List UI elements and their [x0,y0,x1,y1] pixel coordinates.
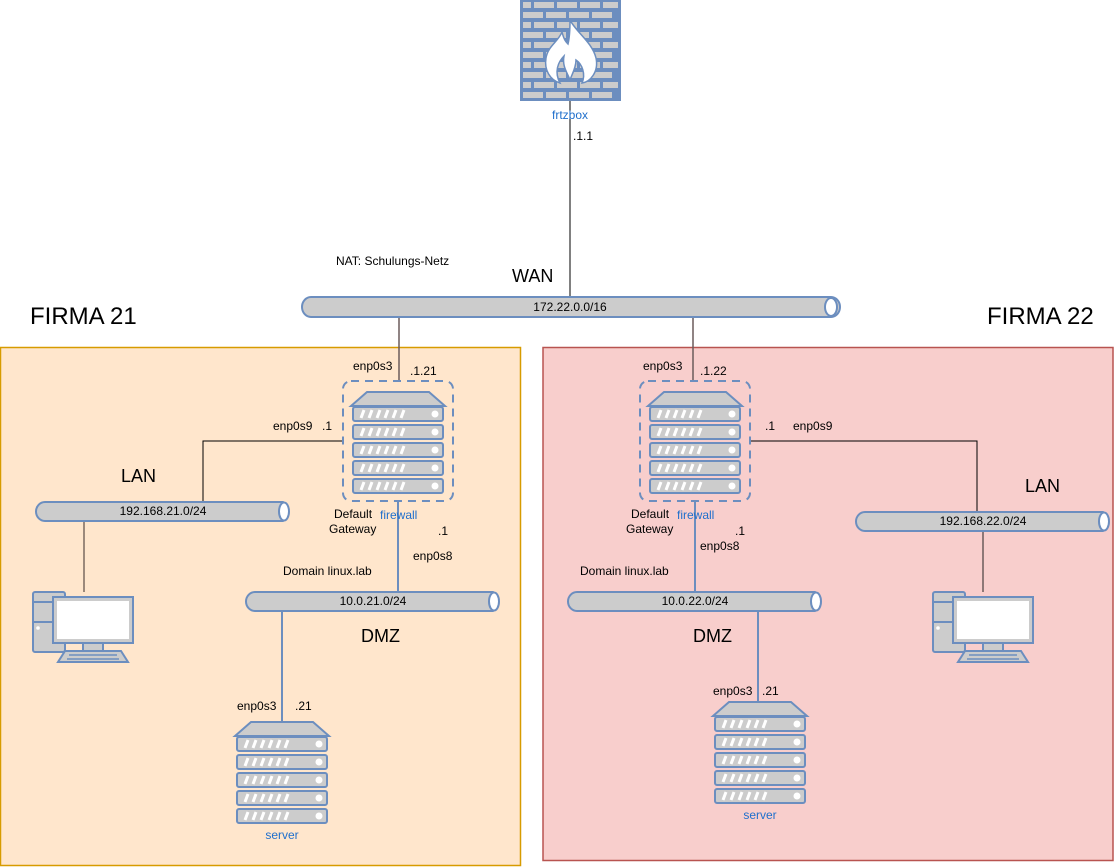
firewall22-wan-iface: enp0s3 [643,359,683,373]
lan21-network-pipe[interactable] [35,501,290,522]
firewall21-gateway-label-2: Gateway [329,522,376,536]
firewall21-gateway-label-1: Default [334,507,373,521]
firewall21-group-border [342,380,454,502]
lan22-network-pipe[interactable] [855,511,1110,532]
firewall22-lan-ip: .1 [765,419,775,433]
router-ip: .1.1 [573,129,593,143]
firewall21-lan-iface: enp0s9 [273,419,313,433]
firewall22-dmz-ip: .1 [735,524,745,538]
lan22-subnet: 192.168.22.0/24 [940,514,1027,528]
lan21-pc-icon[interactable] [32,591,134,663]
server21-iface: enp0s3 [237,699,277,713]
firewall22-group-border [639,380,751,502]
dmz22-title: DMZ [693,626,732,646]
dmz22-subnet: 10.0.22.0/24 [662,594,729,608]
link-fw22-lan [751,440,978,512]
server22-label: server [743,808,776,822]
firewall21-wan-iface: enp0s3 [353,359,393,373]
dmz21-title: DMZ [361,626,400,646]
wan-note: NAT: Schulungs-Netz [336,254,449,268]
firewall22-gateway-label-1: Default [631,507,670,521]
firewall22-gateway-label-2: Gateway [626,522,673,536]
dmz21-subnet: 10.0.21.0/24 [340,594,407,608]
firewall22-wan-ip: .1.22 [700,364,727,378]
firewall22-dmz-iface: enp0s8 [700,539,740,553]
router-frtzbox-icon[interactable] [520,0,621,101]
firewall21-dmz-ip: .1 [438,524,448,538]
zone-firma22-title: FIRMA 22 [987,303,1094,330]
zone-firma21-title: FIRMA 21 [30,303,137,330]
link-fw21-lan [202,440,343,502]
dmz21-network-pipe[interactable] [245,591,500,612]
firewall21-dmz-iface: enp0s8 [413,549,453,563]
lan21-title: LAN [121,466,156,486]
firewall22-label: firewall [677,508,714,522]
wan-title: WAN [512,266,553,286]
firewall22-lan-iface: enp0s9 [793,419,833,433]
wan-subnet: 172.22.0.0/16 [533,300,607,314]
dmz21-domain: Domain linux.lab [283,564,372,578]
firewall21-wan-ip: .1.21 [410,364,437,378]
server22-iface: enp0s3 [713,684,753,698]
flame-icon [544,19,598,85]
firewall21-lan-ip: .1 [322,419,332,433]
lan22-title: LAN [1025,476,1060,496]
dmz22-domain: Domain linux.lab [580,564,669,578]
lan22-pc-icon[interactable] [932,591,1034,663]
server21-ip: .21 [295,699,312,713]
server21-label: server [265,828,298,842]
firewall21-label: firewall [380,508,417,522]
router-label: frtzbox [552,108,588,122]
dmz22-network-pipe[interactable] [567,591,822,612]
lan21-subnet: 192.168.21.0/24 [120,504,207,518]
server22-ip: .21 [762,684,779,698]
wan-network-pipe[interactable] [301,296,841,318]
